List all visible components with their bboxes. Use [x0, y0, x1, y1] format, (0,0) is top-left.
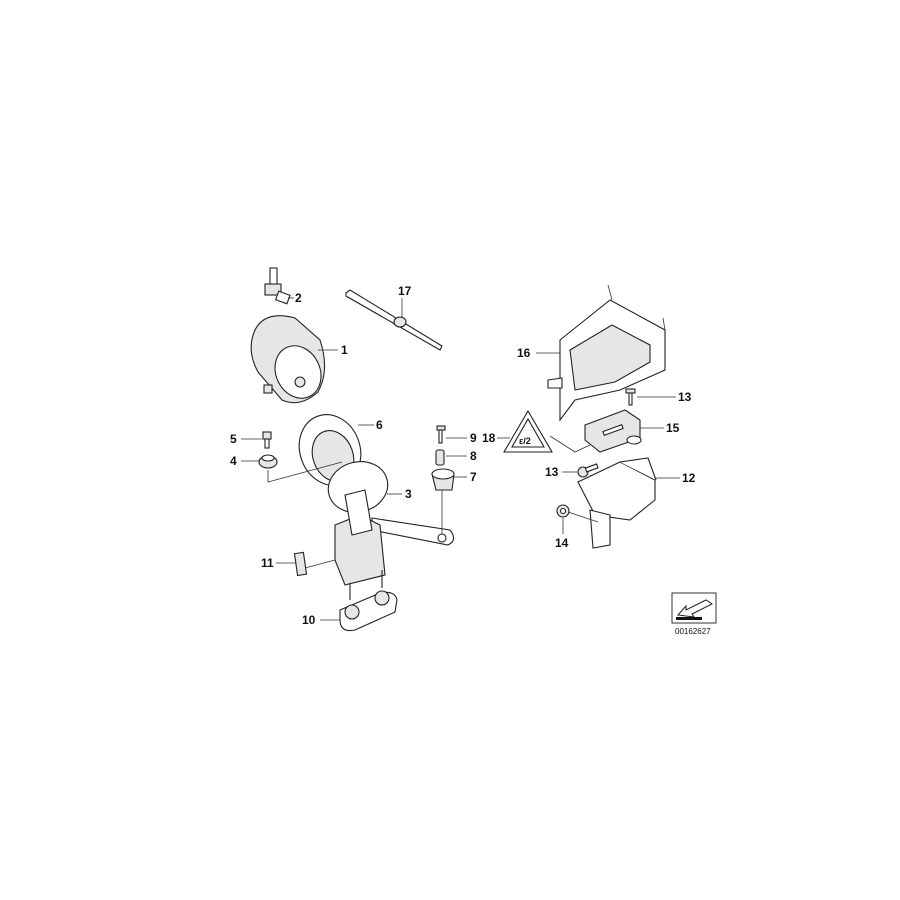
callout-15: 15 [666, 421, 680, 435]
part-12-bracket[interactable] [577, 457, 657, 549]
leader-lines [241, 297, 680, 621]
callout-7: 7 [470, 470, 477, 484]
callout-1: 1 [341, 343, 348, 357]
part-17-cable-tie[interactable] [345, 289, 443, 351]
callout-16: 16 [517, 346, 531, 360]
part-2-fitting[interactable] [264, 267, 291, 305]
callout-4: 4 [230, 454, 237, 468]
callout-3: 3 [405, 487, 412, 501]
part-18-warning-label[interactable]: ε/2 [503, 409, 553, 453]
callout-12: 12 [682, 471, 696, 485]
callout-6: 6 [376, 418, 383, 432]
part-1-motor[interactable] [250, 315, 329, 406]
part-4-grommet[interactable] [258, 454, 278, 469]
part-15-sensor[interactable] [584, 409, 642, 453]
callout-8: 8 [470, 449, 477, 463]
svg-text:ε/2: ε/2 [519, 436, 531, 446]
part-9-bolt[interactable] [436, 425, 446, 444]
callout-9: 9 [470, 431, 477, 445]
callout-13-upper: 13 [678, 390, 692, 404]
callout-13-lower: 13 [545, 465, 559, 479]
callout-5: 5 [230, 432, 237, 446]
callout-14: 14 [555, 536, 569, 550]
diagram-code: 00162627 [675, 627, 711, 636]
callout-17: 17 [398, 284, 412, 298]
callout-11: 11 [261, 556, 274, 570]
callout-18: 18 [482, 431, 496, 445]
part-16-cover[interactable] [547, 284, 666, 422]
part-7-bushing[interactable] [431, 468, 455, 491]
callout-10: 10 [302, 613, 316, 627]
part-8-sleeve[interactable] [435, 449, 445, 466]
part-13-screw-upper[interactable] [625, 388, 636, 406]
part-3-bracket[interactable] [323, 455, 455, 600]
part-10-mount[interactable] [339, 590, 398, 632]
part-14-nut[interactable] [556, 504, 570, 518]
callout-2: 2 [295, 291, 302, 305]
part-13-screw-lower[interactable] [577, 463, 599, 478]
part-5-bolt[interactable] [262, 431, 272, 449]
part-11-clip[interactable] [293, 551, 308, 577]
arrow-down-left-icon [671, 592, 717, 624]
